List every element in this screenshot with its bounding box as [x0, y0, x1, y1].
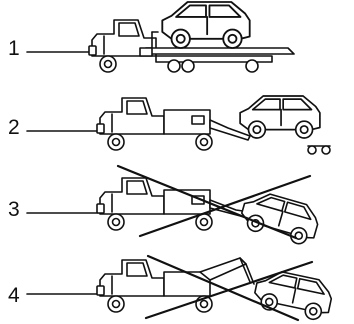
vehicle-on-flatbed	[162, 2, 249, 48]
scenario-1-flatbed	[27, 2, 294, 72]
dolly	[308, 146, 330, 154]
tow-truck	[97, 178, 250, 230]
towed-vehicle-on-dollies	[240, 96, 320, 138]
tow-truck	[97, 98, 250, 150]
tow-truck	[97, 258, 254, 312]
scenario-3-wheel-lift-no-dollies	[27, 166, 322, 247]
scenario-2-wheel-lift-dollies	[27, 96, 330, 154]
towed-vehicle	[252, 267, 335, 322]
scenario-4-sling-tow	[27, 256, 335, 322]
